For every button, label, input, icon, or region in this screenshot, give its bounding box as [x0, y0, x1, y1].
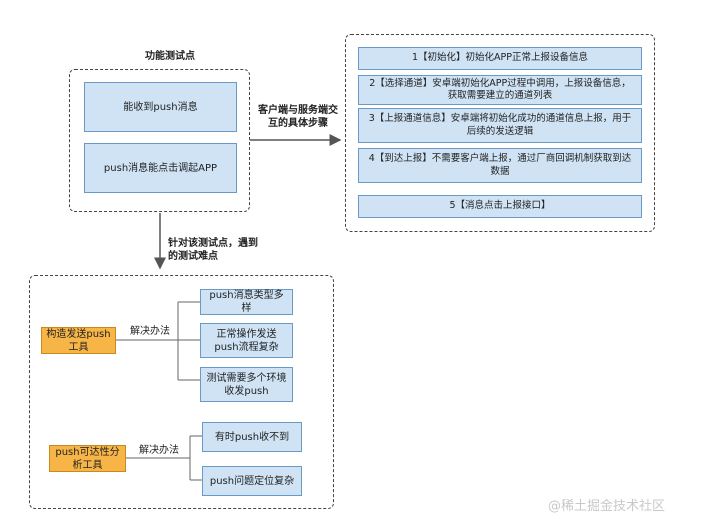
test-points-title: 功能测试点 — [145, 51, 195, 62]
solution-tool: 构造发送push工具 — [41, 327, 116, 354]
problem-item: 正常操作发送push流程复杂 — [200, 323, 293, 358]
arrow-down-label: 针对该测试点，遇到的测试难点 — [168, 238, 258, 262]
step-item: 2【选择通道】安卓端初始化APP过程中调用，上报设备信息，获取需要建立的通道列表 — [358, 75, 642, 105]
difficulties-container — [29, 275, 334, 509]
solution-label: 解决办法 — [139, 445, 179, 456]
solution-label: 解决办法 — [130, 326, 170, 337]
problem-item: 有时push收不到 — [202, 422, 302, 452]
step-item: 3【上报通道信息】安卓端将初始化成功的通道信息上报，用于后续的发送逻辑 — [358, 108, 642, 143]
problem-item: 测试需要多个环境收发push — [200, 367, 293, 402]
test-points-container — [69, 69, 250, 212]
test-point-item: push消息能点击调起APP — [84, 143, 237, 193]
problem-item: push消息类型多样 — [200, 289, 293, 315]
test-point-item: 能收到push消息 — [84, 82, 237, 132]
step-item: 1【初始化】初始化APP正常上报设备信息 — [358, 47, 642, 70]
steps-container — [345, 34, 655, 232]
step-item: 5【消息点击上报接口】 — [358, 195, 642, 218]
watermark: @稀土掘金技术社区 — [548, 499, 666, 514]
problem-item: push问题定位复杂 — [202, 466, 302, 496]
arrow-right-label: 客户端与服务端交互的具体步骤 — [258, 105, 338, 129]
solution-tool: push可达性分析工具 — [49, 445, 126, 472]
step-item: 4【到达上报】不需要客户端上报，通过厂商回调机制获取到达数据 — [358, 148, 642, 183]
